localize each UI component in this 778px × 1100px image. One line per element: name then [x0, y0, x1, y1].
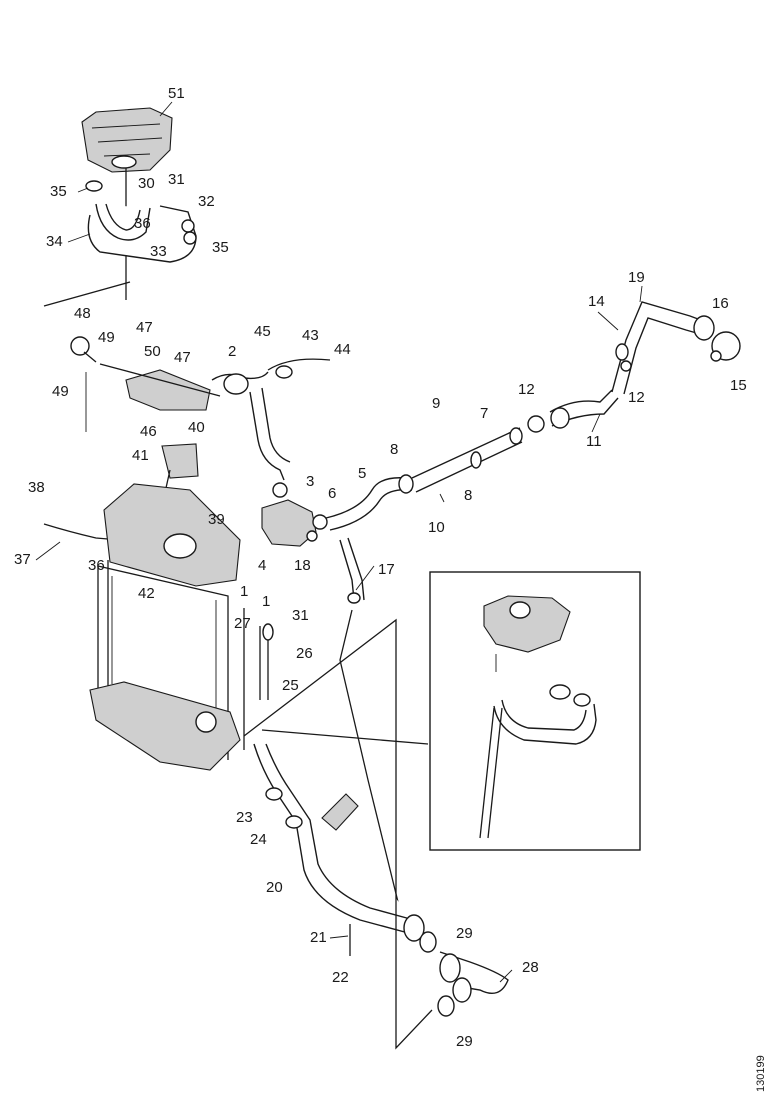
label-51: 51 [168, 85, 185, 102]
label-39: 39 [208, 511, 225, 528]
label-28: 28 [522, 959, 539, 976]
label-26: 26 [296, 645, 313, 662]
label-42: 42 [138, 585, 155, 602]
label-14: 14 [588, 293, 605, 310]
label-30: 30 [138, 175, 155, 192]
label-1b: 1 [262, 593, 270, 610]
figure-code: 130199 [755, 1055, 767, 1092]
label-6: 6 [328, 485, 336, 502]
inset-detail-view [429, 571, 641, 851]
label-31b: 31 [292, 607, 309, 624]
label-8b: 8 [464, 487, 472, 504]
label-45: 45 [254, 323, 271, 340]
heater-hose-assembly [325, 301, 741, 531]
label-12: 12 [518, 381, 535, 398]
label-46: 46 [140, 423, 157, 440]
label-2: 2 [228, 343, 236, 360]
label-31: 31 [168, 171, 185, 188]
label-20: 20 [266, 879, 283, 896]
label-35b: 35 [212, 239, 229, 256]
label-22: 22 [332, 969, 349, 986]
label-38: 38 [28, 479, 45, 496]
label-36: 36 [134, 215, 151, 232]
label-7: 7 [480, 405, 488, 422]
label-36b: 36 [88, 557, 105, 574]
label-25: 25 [282, 677, 299, 694]
label-29: 29 [456, 925, 473, 942]
label-47b: 47 [174, 349, 191, 366]
label-8: 8 [390, 441, 398, 458]
label-49b: 49 [52, 383, 69, 400]
label-43: 43 [302, 327, 319, 344]
label-1: 1 [240, 583, 248, 600]
label-11: 11 [586, 433, 602, 450]
label-40: 40 [188, 419, 205, 436]
label-29b: 29 [456, 1033, 473, 1050]
label-10: 10 [428, 519, 445, 536]
label-21: 21 [310, 929, 327, 946]
upper-pipe-assembly [70, 336, 331, 561]
label-37: 37 [14, 551, 31, 568]
part-labels: 51 35 30 31 32 34 36 33 35 48 49 47 50 4… [14, 85, 747, 1050]
label-17: 17 [378, 561, 395, 578]
label-44: 44 [334, 341, 351, 358]
radiator-assembly [43, 483, 245, 771]
label-33: 33 [150, 243, 167, 260]
label-leaders [35, 101, 643, 983]
lower-hose-assembly [253, 537, 509, 1017]
label-41: 41 [132, 447, 149, 464]
label-27: 27 [234, 615, 251, 632]
label-3: 3 [306, 473, 314, 490]
label-15: 15 [730, 377, 747, 394]
label-19: 19 [628, 269, 645, 286]
callout-lines [243, 618, 433, 1050]
label-5: 5 [358, 465, 366, 482]
label-48: 48 [74, 305, 91, 322]
label-23: 23 [236, 809, 253, 826]
label-49: 49 [98, 329, 115, 346]
label-32: 32 [198, 193, 215, 210]
label-47: 47 [136, 319, 153, 336]
label-34: 34 [46, 233, 63, 250]
label-4: 4 [258, 557, 266, 574]
label-18: 18 [294, 557, 311, 574]
label-50: 50 [144, 343, 161, 360]
label-9: 9 [432, 395, 440, 412]
label-12b: 12 [628, 389, 645, 406]
label-16: 16 [712, 295, 729, 312]
label-35: 35 [50, 183, 67, 200]
label-24: 24 [250, 831, 267, 848]
expansion-tank-assembly [43, 107, 197, 307]
thermostat-housing [261, 482, 328, 547]
